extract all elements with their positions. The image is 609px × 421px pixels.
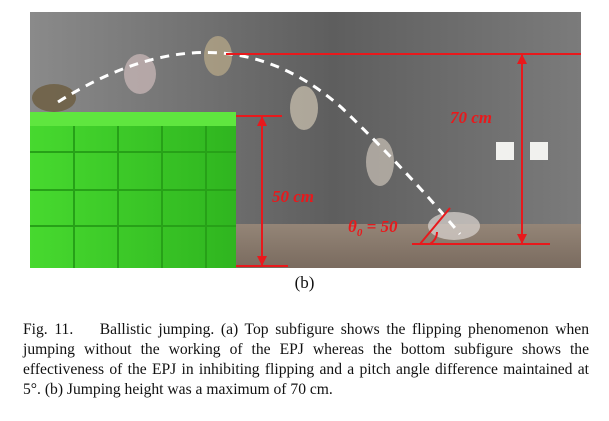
angle-value: = 50	[362, 217, 398, 236]
arrow-head	[257, 116, 267, 126]
caption-text: Ballistic jumping. (a) Top subfigure sho…	[23, 321, 590, 398]
arrow-head	[257, 256, 267, 266]
height-total-label: 70 cm	[450, 108, 492, 127]
jumping-photo: 70 cm 50 cm θ0 = 50	[30, 12, 581, 268]
height-box-label: 50 cm	[272, 187, 314, 206]
angle-symbol: θ	[348, 217, 357, 236]
subfigure-label: (b)	[294, 273, 315, 292]
robot-frame	[366, 138, 394, 186]
caption-prefix: Fig. 11.	[23, 321, 74, 338]
angle-subscript: 0	[357, 227, 363, 239]
arrow-head	[517, 54, 527, 64]
robot-frame	[204, 36, 232, 76]
green-crate	[30, 112, 236, 268]
robot-frame	[290, 86, 318, 130]
wall-socket	[496, 142, 514, 160]
wall-socket	[530, 142, 548, 160]
trajectory-curve	[57, 50, 462, 235]
robot-frame	[124, 54, 156, 94]
arrow-head	[517, 234, 527, 244]
photo-composite: 70 cm 50 cm θ0 = 50	[30, 12, 581, 268]
angle-label: θ0 = 50	[348, 217, 398, 239]
robot-frame	[32, 84, 76, 112]
figure-caption: Fig. 11. Ballistic jumping. (a) Top subf…	[23, 320, 589, 400]
height-annotations	[226, 53, 581, 267]
